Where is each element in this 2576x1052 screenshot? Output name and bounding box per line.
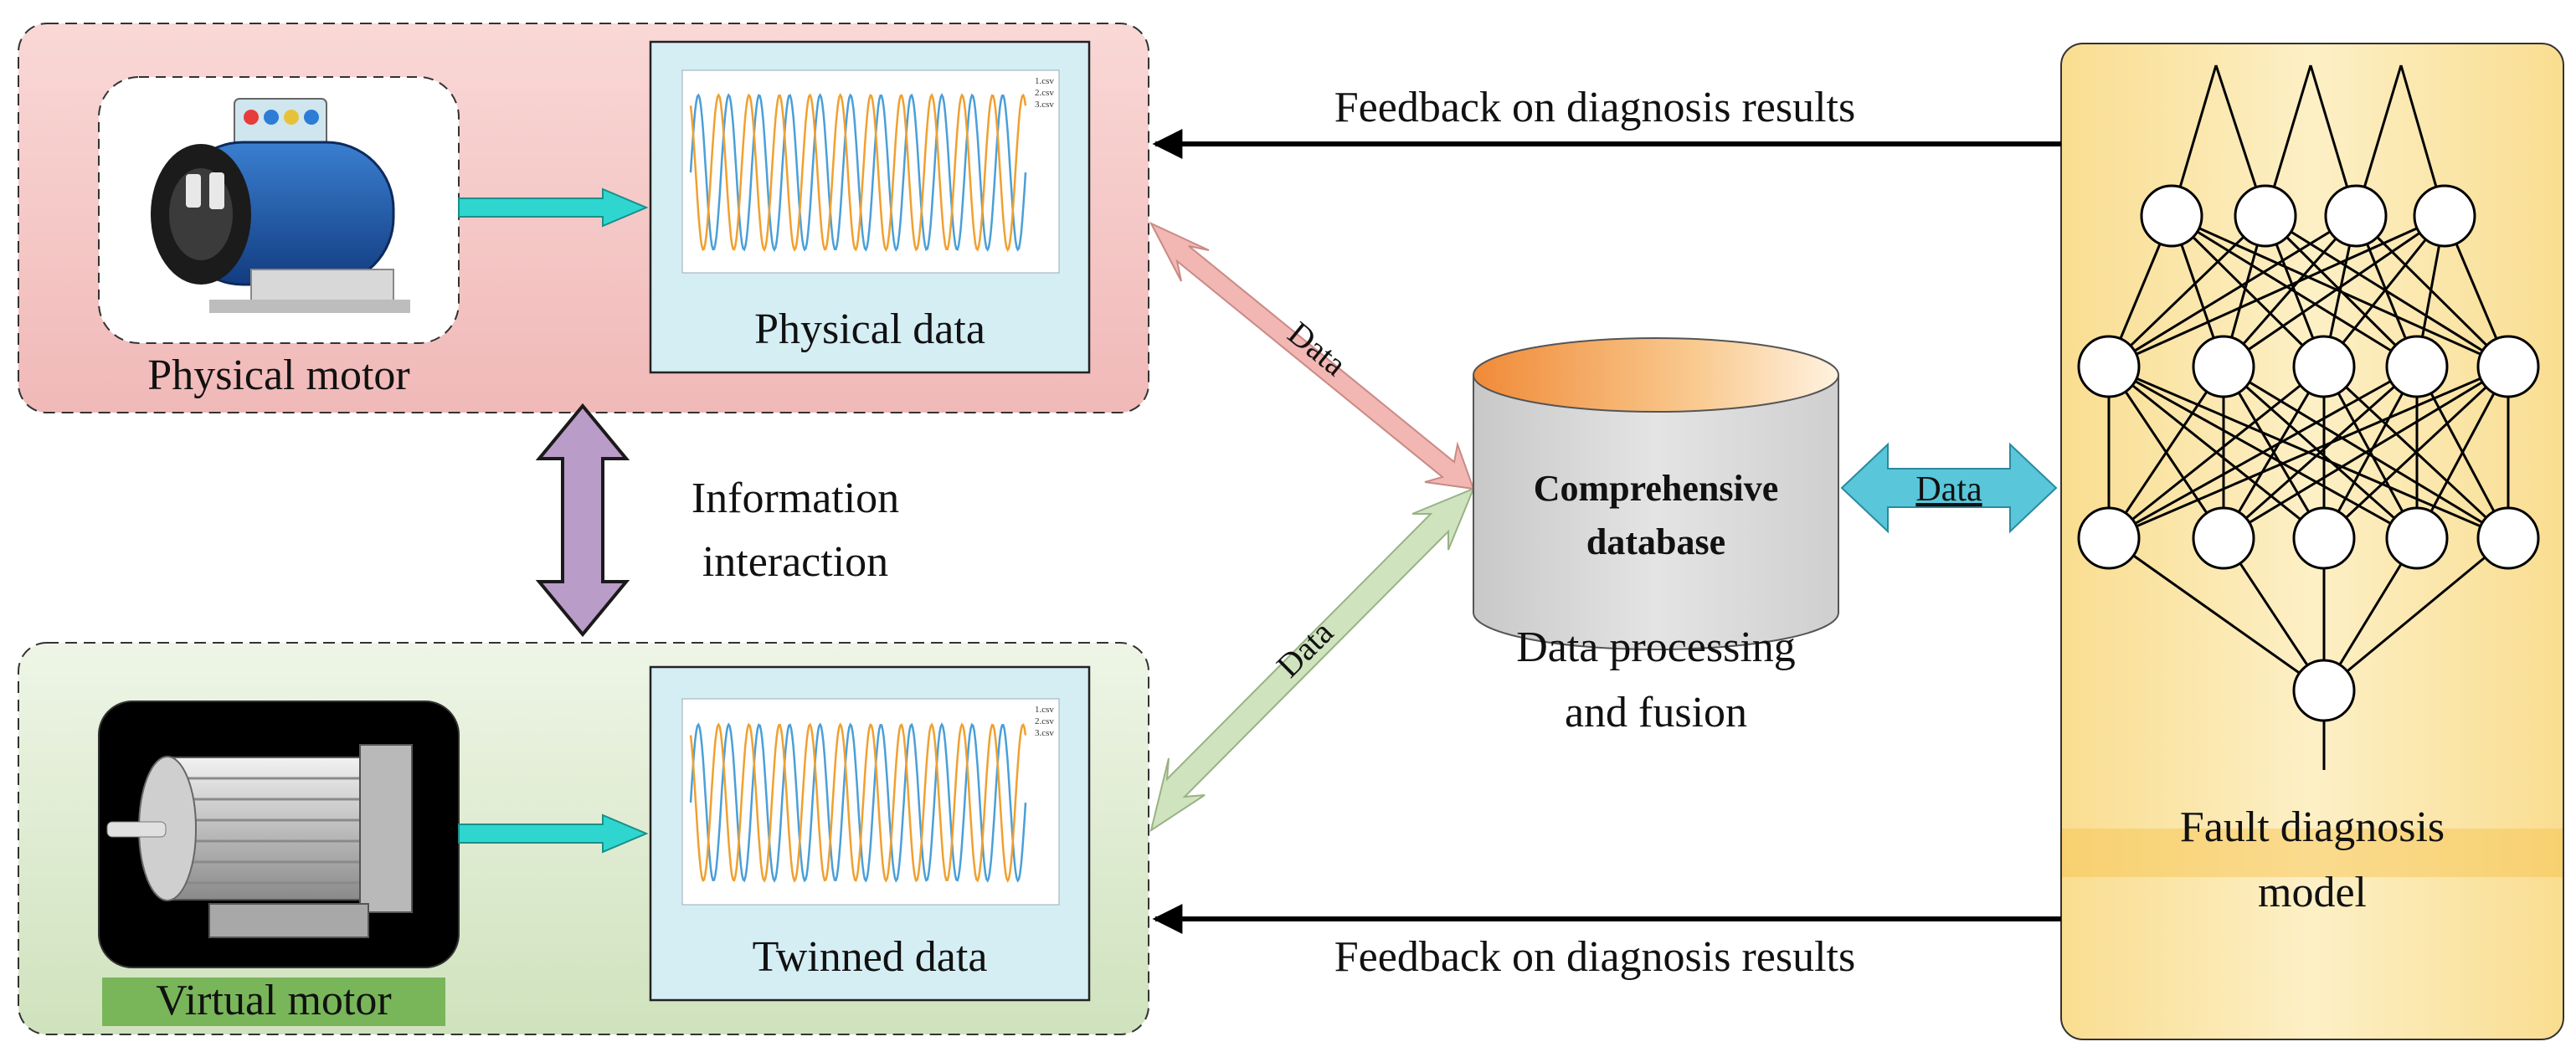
database-caption-line2: and fusion [1565, 689, 1747, 736]
virtual-motor-label: Virtual motor [156, 977, 391, 1024]
nn-edge [2223, 365, 2418, 540]
nn-edge [2415, 366, 2510, 539]
motor-to-data-arrow-virtual [458, 813, 649, 854]
legend-entry: 3.csv [1035, 100, 1054, 110]
virtual-motor-label-bg [102, 978, 445, 1026]
nn-edge [2223, 365, 2509, 540]
physical-data-label: Physical data [754, 305, 985, 353]
nn-node [2476, 335, 2540, 398]
physical-data-screen: 1.csv 2.csv 3.csv [649, 40, 1091, 374]
nn-node [2476, 506, 2540, 570]
physical-motor-label: Physical motor [147, 352, 409, 399]
nn-node [2292, 659, 2356, 722]
nn-node [2077, 506, 2141, 570]
nn-edge [2322, 365, 2510, 540]
nn-node [2292, 506, 2356, 570]
nn-edge [2108, 365, 2509, 540]
model-title-line2: model [2258, 869, 2367, 916]
virtual-motor-image [106, 744, 413, 938]
waveform-line [689, 722, 1027, 883]
model-title-line1: Fault diagnosis [2180, 803, 2445, 851]
nn-edge [2108, 214, 2445, 368]
database-caption-line1: Data processing [1516, 624, 1796, 671]
nn-edge [2322, 215, 2446, 367]
nn-edge [2222, 215, 2357, 367]
physical-waveform [689, 92, 1027, 253]
physical-data-legend: 1.csv 2.csv 3.csv [1035, 76, 1054, 110]
twinned-data-label: Twinned data [753, 933, 988, 981]
nn-node [2292, 335, 2356, 398]
nn-edge [2107, 214, 2267, 368]
physical-motor-image [151, 98, 410, 313]
nn-node [2324, 184, 2388, 248]
legend-entry: 3.csv [1035, 728, 1054, 738]
database-title-line1: Comprehensive [1534, 468, 1779, 509]
neural-network-nodes [2077, 184, 2540, 722]
information-interaction-label-line1: Information [692, 475, 899, 522]
waveform-line [689, 92, 1027, 253]
information-interaction-arrow [535, 403, 630, 638]
nn-edge [2222, 366, 2326, 539]
nn-edge [2108, 365, 2325, 540]
nn-node [2385, 335, 2449, 398]
legend-entry: 2.csv [1035, 716, 1054, 726]
legend-entry: 1.csv [1035, 705, 1054, 715]
twinned-waveform [689, 722, 1027, 883]
database-cylinder [1473, 337, 1839, 650]
nn-edge [2108, 536, 2325, 692]
nn-node [2192, 506, 2255, 570]
nn-edge [2107, 366, 2225, 539]
database-title-line2: database [1586, 521, 1725, 562]
nn-node [2385, 506, 2449, 570]
nn-edge [2108, 365, 2418, 540]
nn-edge [2170, 214, 2326, 368]
nn-node [2413, 184, 2476, 248]
feedback-top-label: Feedback on diagnosis results [1334, 84, 1855, 131]
nn-node [2140, 184, 2203, 248]
nn-edge [2108, 214, 2357, 368]
waveform-line [689, 722, 1027, 883]
waveform-line [689, 93, 1027, 252]
data-arrow-model-label: Data [1915, 470, 1982, 509]
legend-entry: 2.csv [1035, 88, 1054, 98]
nn-edge [2323, 536, 2509, 692]
nn-edge [2223, 214, 2445, 368]
twinned-data-screen: 1.csv 2.csv 3.csv [649, 665, 1091, 1002]
legend-entry: 1.csv [1035, 76, 1054, 86]
motor-to-data-arrow-physical [458, 187, 649, 228]
information-interaction-label-line2: interaction [702, 538, 888, 586]
nn-node [2192, 335, 2255, 398]
twinned-data-legend: 1.csv 2.csv 3.csv [1035, 705, 1054, 738]
nn-edge [2322, 366, 2419, 539]
feedback-bottom-label: Feedback on diagnosis results [1334, 933, 1855, 981]
data-arrow-model [1840, 442, 2058, 534]
nn-node [2077, 335, 2141, 398]
nn-node [2234, 184, 2297, 248]
